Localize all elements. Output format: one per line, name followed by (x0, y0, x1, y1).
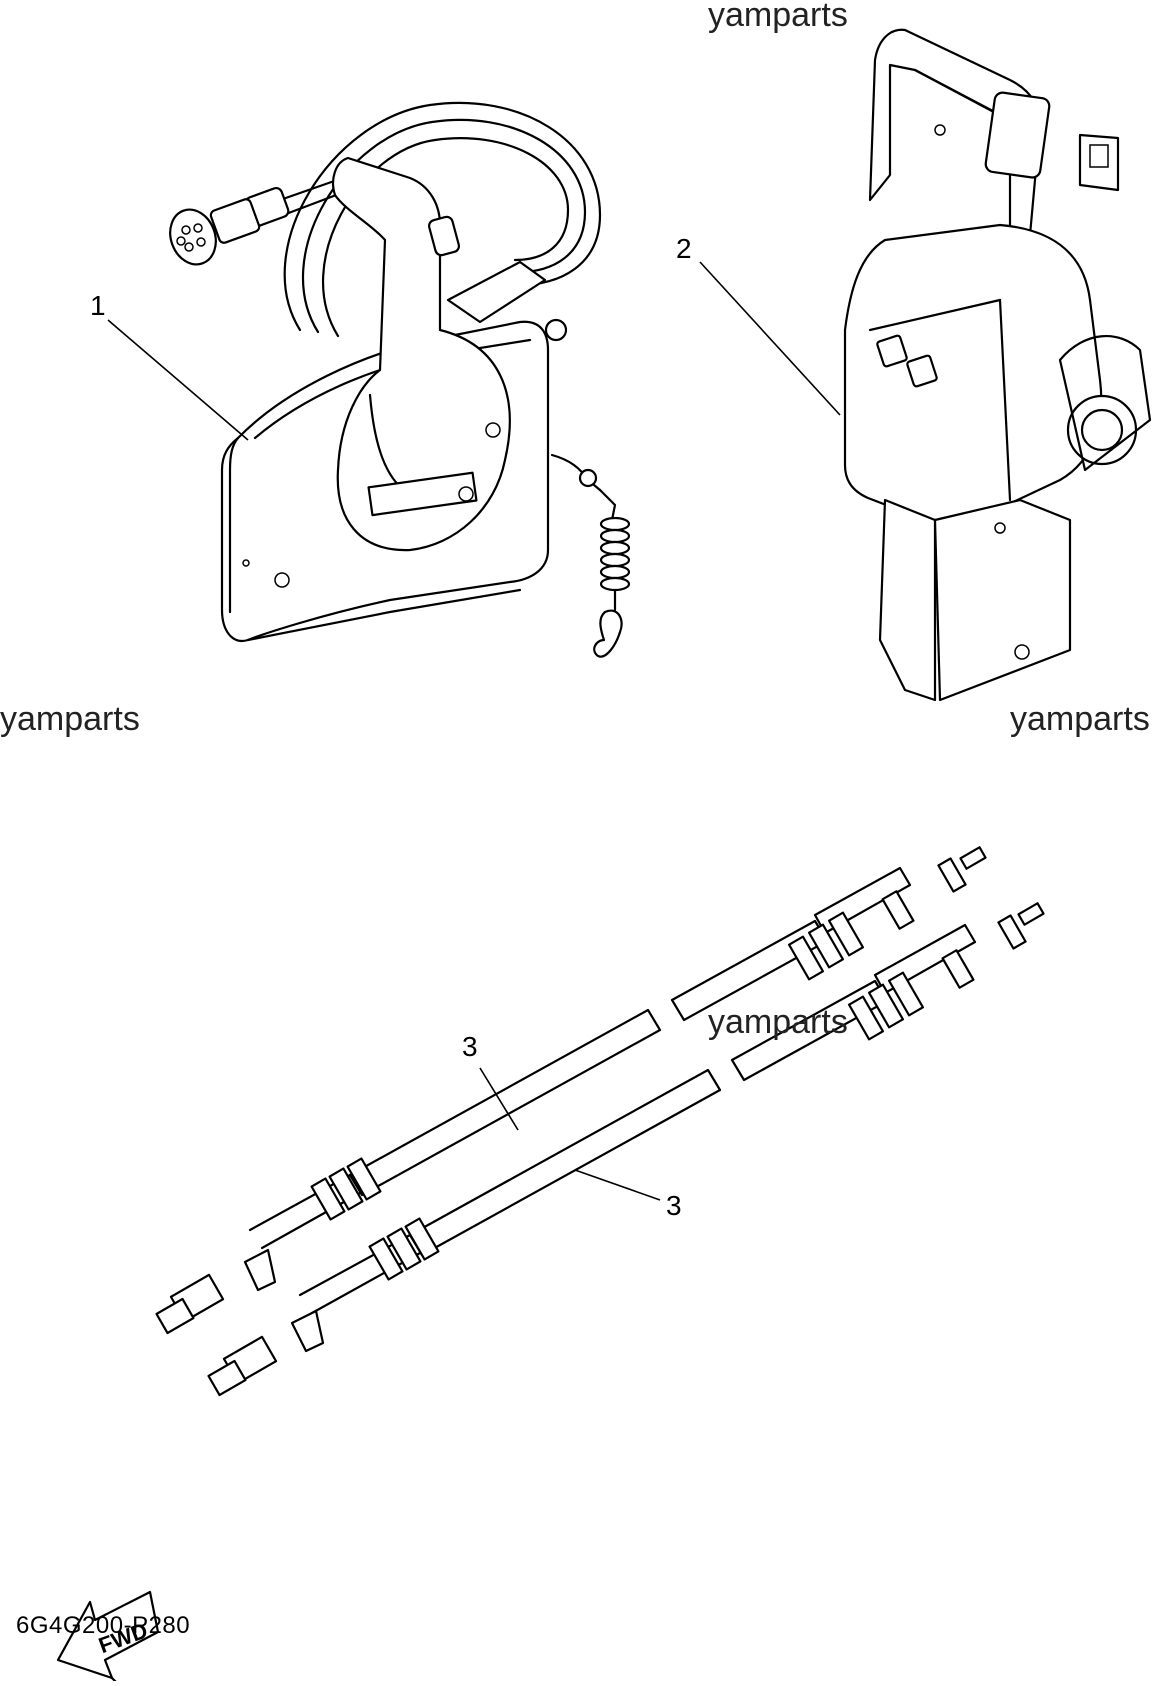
part-code: 6G4G200-P280 (16, 1612, 191, 1639)
callout-2: 2 (676, 233, 692, 264)
control-cables-illustration (155, 846, 1045, 1397)
leader-line-3a (479, 1067, 519, 1131)
callout-3a: 3 (462, 1031, 478, 1062)
remote-control-box-illustration (169, 101, 631, 658)
binnacle-control-illustration (843, 28, 1152, 702)
callout-1: 1 (90, 290, 106, 321)
callout-3b: 3 (666, 1190, 682, 1221)
leader-line-3b (574, 1169, 661, 1201)
leader-line-2 (699, 261, 841, 416)
fwd-arrow-icon: FWD (56, 1590, 160, 1686)
watermark-middle: yamparts (708, 1003, 848, 1041)
watermark-top: yamparts (708, 0, 848, 34)
leader-line-1 (107, 319, 249, 441)
watermark-left: yamparts (0, 700, 140, 738)
watermark-right: yamparts (1010, 700, 1150, 738)
